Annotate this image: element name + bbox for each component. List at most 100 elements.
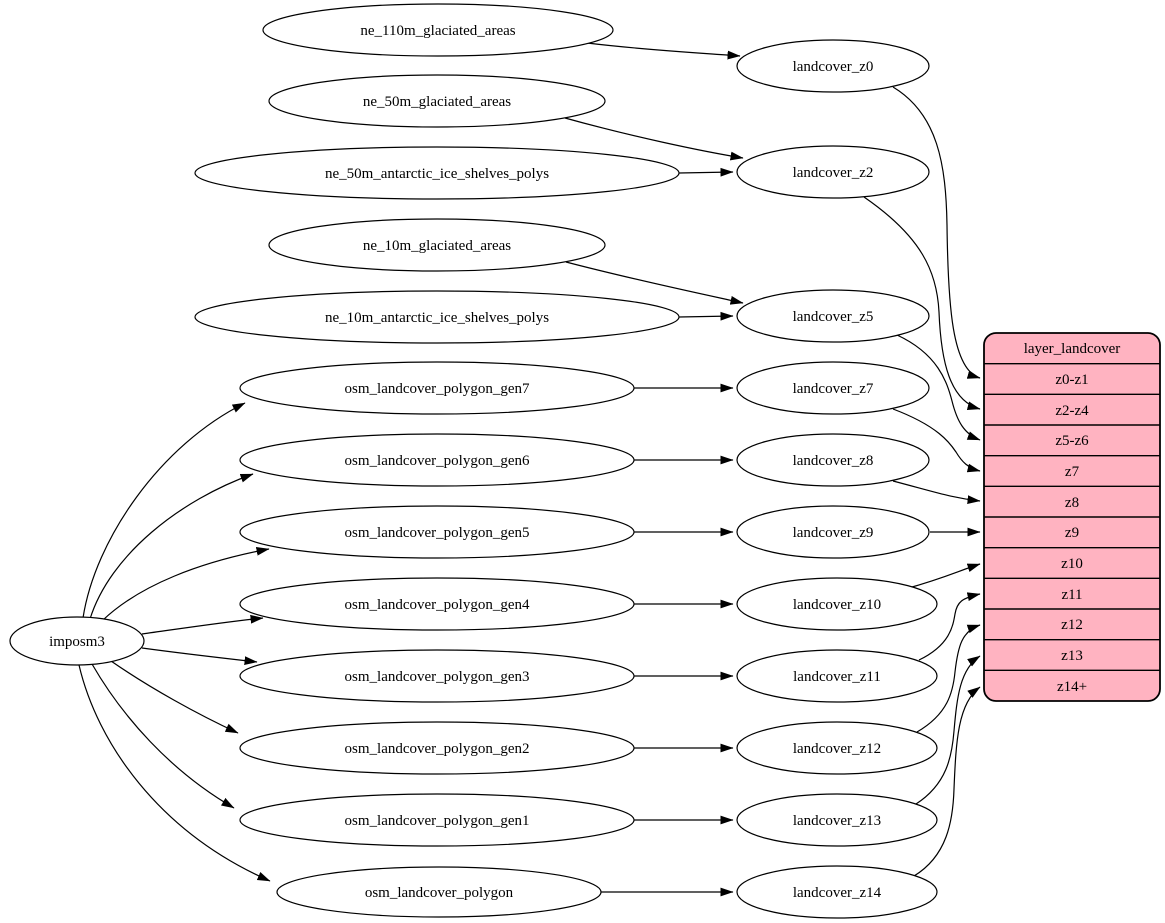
generalized-label: landcover_z5 — [793, 309, 874, 325]
generalized-label: landcover_z11 — [793, 669, 881, 685]
edge-imposm3-osm_landcover_polygon_gen1 — [91, 663, 235, 809]
node-osm_landcover_polygon_gen1: osm_landcover_polygon_gen1 — [239, 793, 635, 847]
generalized-label: landcover_z14 — [793, 885, 882, 901]
edge-imposm3-osm_landcover_polygon_gen5 — [102, 546, 270, 621]
node-osm_landcover_polygon_gen2: osm_landcover_polygon_gen2 — [239, 721, 635, 775]
node-landcover_z5: landcover_z5 — [736, 289, 930, 343]
generalized-ellipse — [736, 721, 938, 775]
generalized-ellipse — [736, 433, 930, 487]
source-label: osm_landcover_polygon_gen2 — [345, 741, 530, 757]
node-osm_landcover_polygon_gen3: osm_landcover_polygon_gen3 — [239, 649, 635, 703]
node-ne_10m_antarctic_ice_shelves_polys: ne_10m_antarctic_ice_shelves_polys — [194, 290, 680, 344]
source-label: osm_landcover_polygon_gen6 — [345, 453, 530, 469]
source-label: osm_landcover_polygon_gen4 — [345, 597, 530, 613]
edge-imposm3-osm_landcover_polygon_gen3 — [141, 647, 258, 665]
node-landcover_z13: landcover_z13 — [736, 793, 938, 847]
generalized-ellipse — [736, 145, 930, 199]
edge-ne_10m_glaciated_areas-landcover_z5 — [565, 261, 744, 305]
node-osm_landcover_polygon_gen4: osm_landcover_polygon_gen4 — [239, 577, 635, 631]
node-landcover_z14: landcover_z14 — [736, 865, 938, 919]
edge-ne_50m_antarctic_ice_shelves_polys-landcover_z2 — [678, 167, 734, 177]
edge-landcover_z13-layer-row-z13 — [915, 655, 981, 805]
node-imposm3: imposm3 — [9, 616, 145, 666]
generalized-ellipse — [736, 793, 938, 847]
generalized-ellipse — [736, 577, 938, 631]
layer-landcover-title: layer_landcover — [1024, 341, 1121, 357]
generalized-ellipse — [736, 649, 938, 703]
edge-landcover_z12-layer-row-z12 — [916, 624, 981, 733]
edge-landcover_z7-layer-row-z7 — [892, 408, 981, 473]
layer-row-z11: z11 — [1061, 587, 1082, 603]
node-ne_110m_glaciated_areas: ne_110m_glaciated_areas — [262, 3, 614, 57]
generalized-label: landcover_z12 — [793, 741, 881, 757]
node-ne_50m_glaciated_areas: ne_50m_glaciated_areas — [268, 74, 606, 128]
source-ellipse — [194, 146, 680, 200]
source-label: ne_10m_glaciated_areas — [363, 238, 511, 254]
source-ellipse — [276, 866, 602, 918]
imposm3-ellipse — [9, 616, 145, 666]
generalized-ellipse — [736, 361, 930, 415]
layer-row-z13: z13 — [1061, 648, 1083, 664]
generalized-label: landcover_z7 — [793, 381, 874, 397]
generalized-label: landcover_z10 — [793, 597, 881, 613]
source-ellipse — [239, 361, 635, 415]
source-ellipse — [239, 721, 635, 775]
generalized-label: landcover_z8 — [793, 453, 874, 469]
source-ellipse — [268, 74, 606, 128]
source-ellipse — [239, 577, 635, 631]
node-landcover_z9: landcover_z9 — [736, 505, 930, 559]
source-label: osm_landcover_polygon_gen3 — [345, 669, 530, 685]
node-osm_landcover_polygon_gen6: osm_landcover_polygon_gen6 — [239, 433, 635, 487]
node-landcover_z12: landcover_z12 — [736, 721, 938, 775]
edge-landcover_z2-layer-row-z2-z4 — [863, 196, 981, 411]
generalized-ellipse — [736, 865, 938, 919]
node-osm_landcover_polygon_gen5: osm_landcover_polygon_gen5 — [239, 505, 635, 559]
source-label: osm_landcover_polygon_gen7 — [345, 381, 530, 397]
edge-landcover_z10-layer-row-z10 — [904, 563, 981, 590]
edge-landcover_z8-layer-row-z8 — [892, 480, 981, 505]
node-ne_10m_glaciated_areas: ne_10m_glaciated_areas — [268, 218, 606, 272]
node-landcover_z8: landcover_z8 — [736, 433, 930, 487]
node-osm_landcover_polygon_gen7: osm_landcover_polygon_gen7 — [239, 361, 635, 415]
edge-ne_110m_glaciated_areas-landcover_z0 — [586, 42, 741, 60]
source-ellipse — [194, 290, 680, 344]
node-landcover_z0: landcover_z0 — [736, 39, 930, 93]
source-label: ne_50m_antarctic_ice_shelves_polys — [325, 166, 549, 182]
source-label: osm_landcover_polygon_gen5 — [345, 525, 530, 541]
node-landcover_z11: landcover_z11 — [736, 649, 938, 703]
source-label: ne_50m_glaciated_areas — [363, 94, 511, 110]
layer-row-z14plus: z14+ — [1057, 679, 1087, 695]
source-label: ne_110m_glaciated_areas — [360, 23, 515, 39]
edge-landcover_z14-layer-row-z14plus — [913, 686, 981, 877]
layer-row-z12: z12 — [1061, 617, 1083, 633]
edge-imposm3-osm_landcover_polygon_gen2 — [110, 660, 239, 734]
layer-row-z7: z7 — [1065, 464, 1080, 480]
edge-imposm3-osm_landcover_polygon — [78, 664, 271, 882]
generalized-label: landcover_z2 — [793, 165, 874, 181]
source-label: osm_landcover_polygon_gen1 — [345, 813, 530, 829]
generalized-label: landcover_z13 — [793, 813, 881, 829]
source-ellipse — [239, 793, 635, 847]
edge-landcover_z0-layer-row-z0-z1 — [892, 86, 981, 379]
source-label: osm_landcover_polygon — [365, 885, 514, 901]
source-ellipse — [239, 649, 635, 703]
edge-landcover_z11-layer-row-z11 — [918, 592, 981, 661]
edges-layer — [78, 42, 981, 897]
edge-landcover_z5-layer-row-z5-z6 — [896, 334, 981, 441]
source-ellipse — [262, 3, 614, 57]
generalized-label: landcover_z0 — [793, 59, 874, 75]
layer-row-z9: z9 — [1065, 525, 1079, 541]
source-ellipse — [268, 218, 606, 272]
edge-ne_50m_glaciated_areas-landcover_z2 — [564, 117, 744, 161]
layer-row-z8: z8 — [1065, 495, 1079, 511]
imposm3-label: imposm3 — [49, 634, 105, 650]
layer-landcover-row-separators — [984, 363, 1160, 671]
generalized-ellipse — [736, 505, 930, 559]
edge-imposm3-osm_landcover_polygon_gen7 — [82, 402, 246, 619]
source-ellipse — [239, 505, 635, 559]
edge-imposm3-osm_landcover_polygon_gen4 — [141, 614, 264, 635]
source-label: ne_10m_antarctic_ice_shelves_polys — [325, 310, 549, 326]
generalized-ellipse — [736, 289, 930, 343]
